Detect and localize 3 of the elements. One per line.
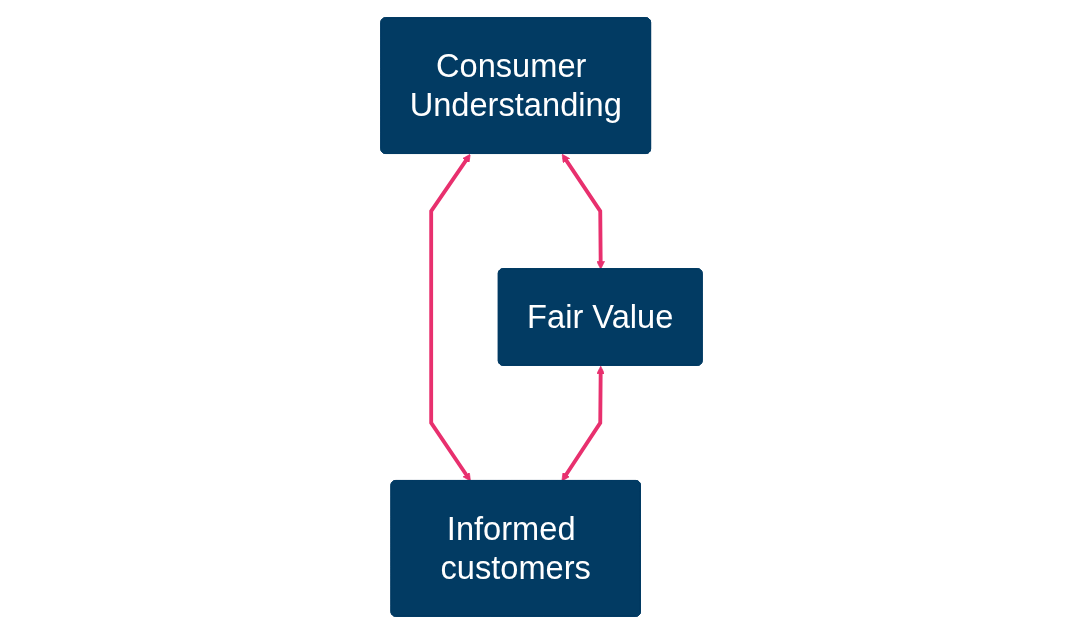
- arrow: [561, 153, 605, 270]
- arrow: [561, 365, 605, 482]
- arrow: [429, 153, 471, 482]
